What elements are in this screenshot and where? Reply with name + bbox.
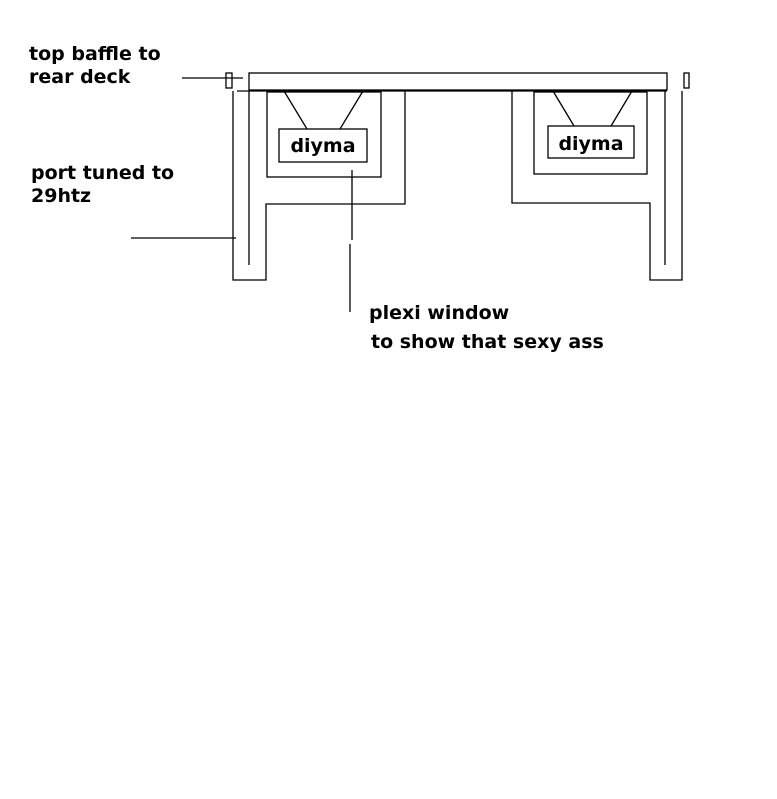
top-baffle-line-2: rear deck bbox=[29, 66, 131, 88]
plexi-window-line-2: to show that sexy ass bbox=[371, 331, 604, 353]
port-tuned-line-1: port tuned to bbox=[31, 162, 175, 184]
right-end-piece bbox=[683, 72, 690, 89]
plexi-window-annotation: plexi window to show that sexy ass bbox=[369, 302, 604, 354]
left-inner-box bbox=[266, 91, 382, 178]
left-end-piece bbox=[225, 72, 233, 89]
top-baffle-annotation: top baffle to rear deck bbox=[29, 43, 161, 89]
top-baffle-line-1: top baffle to bbox=[29, 43, 161, 65]
port-tuned-line-2: 29htz bbox=[31, 185, 92, 207]
right-inner-box bbox=[533, 91, 648, 175]
plexi-window-line-1: plexi window bbox=[369, 302, 510, 324]
port-tuned-annotation: port tuned to 29htz bbox=[31, 162, 174, 208]
right-speaker-cone bbox=[552, 90, 633, 127]
left-speaker-label: diyma bbox=[290, 135, 355, 157]
left-speaker-magnet bbox=[278, 128, 368, 163]
left-speaker-cone bbox=[283, 90, 364, 130]
right-speaker-magnet bbox=[547, 125, 635, 159]
right-speaker-label: diyma bbox=[558, 133, 623, 155]
right-enclosure-outer bbox=[511, 91, 683, 281]
left-enclosure-outer bbox=[232, 91, 406, 281]
top-baffle-board bbox=[248, 72, 668, 91]
